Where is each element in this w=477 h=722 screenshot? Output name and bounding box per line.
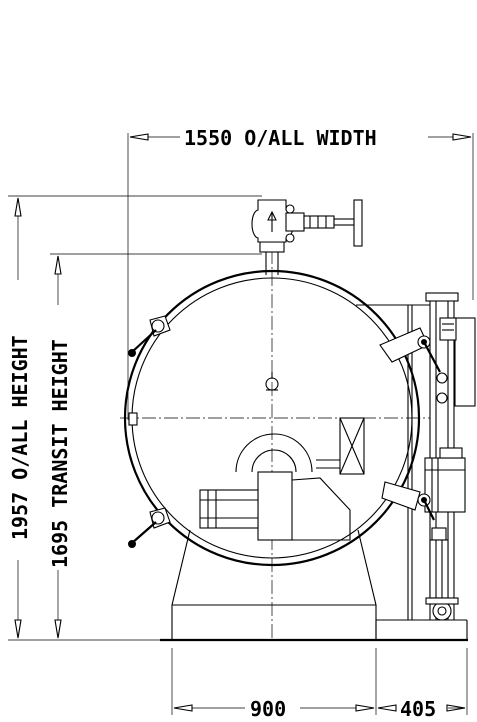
overall-height-dimension: 1957 O/ALL HEIGHT [8, 195, 262, 641]
top-valve [251, 199, 363, 275]
overall-width-dimension: 1550 O/ALL WIDTH [127, 126, 474, 420]
vessel-drum [120, 250, 430, 640]
motor-assembly [199, 417, 365, 541]
side-width-label: 405 [400, 697, 436, 721]
right-frame [356, 292, 476, 621]
left-door-clamps [128, 315, 171, 548]
base-width-label: 900 [250, 697, 286, 721]
transit-height-label: 1695 TRANSIT HEIGHT [48, 339, 72, 568]
overall-width-label: 1550 O/ALL WIDTH [184, 126, 377, 150]
transit-height-dimension: 1695 TRANSIT HEIGHT [48, 253, 262, 639]
overall-height-label: 1957 O/ALL HEIGHT [8, 335, 32, 540]
bottom-dimensions: 900 405 [171, 648, 468, 721]
pedestal-base [160, 529, 468, 642]
